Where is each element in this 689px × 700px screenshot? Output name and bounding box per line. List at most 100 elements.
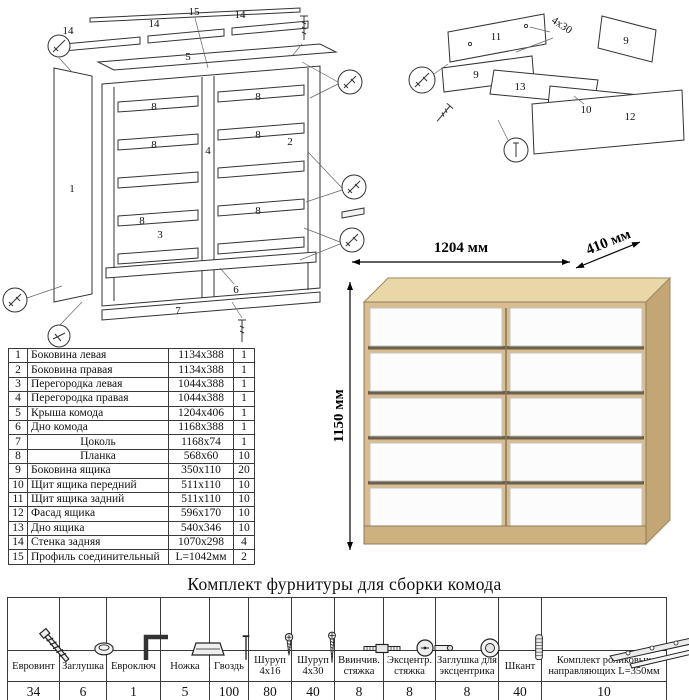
hardware-icon-cell [106,597,168,660]
fastener-callout-icon [339,227,365,253]
hardware-qty: 34 [7,681,60,700]
fastener-callout-icon [408,66,436,94]
nail-icon [242,635,250,660]
part-qty: 10 [233,477,255,493]
part-size: 511x110 [168,491,234,508]
hardware-qty: 5 [160,681,210,700]
part-qty: 1 [233,434,255,450]
part-name: Боковина левая [27,347,169,364]
part-label-7: 7 [175,305,181,317]
part-num: 2 [8,362,28,378]
part-qty: 1 [233,376,255,393]
product-image: 1204 мм 410 мм 1150 мм [334,232,672,550]
hardware-name: Евровинт [7,650,60,682]
part-label-8: 8 [139,215,145,227]
nail-callout-icon [503,137,529,163]
part-size: 1168x388 [168,419,234,436]
part-num: 12 [8,506,28,522]
part-qty: 1 [233,391,255,407]
part-label-4: 4 [205,145,211,157]
part-num: 13 [8,520,28,537]
hardware-names-row: Евровинт Заглушка Евроключ Ножка Гвоздь … [7,650,667,682]
part-qty: 1 [233,362,255,378]
part-size: 1134x388 [168,347,234,364]
part-size: 1070x298 [168,535,234,551]
drawer-slides-icon [609,638,689,669]
hex-key-icon [143,634,168,660]
hardware-qty: 8 [383,681,436,700]
part-label-8: 8 [255,205,261,217]
part-num: 5 [8,405,28,421]
cap-icon [94,642,114,656]
part-name: Щит ящика задний [27,491,169,508]
drawer-fronts [369,307,643,527]
fastener-callout-icon [341,174,367,200]
part-label-12: 12 [625,111,636,123]
part-qty: 10 [233,491,255,508]
drawer-parts-outline [441,13,685,155]
hardware-qty: 40 [291,681,335,700]
hardware-icon-cell [291,597,336,663]
part-name: Фасад ящика [27,506,169,522]
fastener-callout-icon [2,287,28,313]
chest-parts-outline [53,7,365,321]
part-name: Боковина ящика [27,463,169,479]
hardware-qty: 8 [435,681,499,700]
exploded-chest-diagram: 15 14 14 14 5 1 8 8 8 8 8 8 4 2 3 6 7 [2,6,367,348]
part-name: Перегородка левая [27,376,169,393]
part-label-11: 11 [491,31,502,43]
hardware-table: Евровинт Заглушка Евроключ Ножка Гвоздь … [7,597,689,700]
part-label-2: 2 [287,136,293,148]
part-num: 1 [8,347,28,364]
part-qty: 10 [233,506,255,522]
part-num: 4 [8,391,28,407]
fastener-callout-icon [47,34,71,58]
screw-icon [436,103,454,122]
height-dimension: 1150 мм [334,282,353,550]
hardware-qty: 1 [106,681,161,700]
part-label-14: 14 [149,18,161,30]
part-name: Цоколь [27,434,169,450]
hardware-icon-cell [59,597,114,656]
part-num: 14 [8,535,28,551]
part-label-6: 6 [233,284,239,296]
screw-4x30-icon [328,631,336,663]
cam-cap-icon [480,638,500,658]
hardware-icon-cell [160,597,225,656]
hardware-name: Заглушка [59,650,107,682]
part-label-9: 9 [473,69,479,81]
chest-render [362,276,672,546]
screw-icon [238,319,246,342]
part-size: 511x110 [168,477,234,493]
width-label: 1204 мм [434,240,488,256]
part-label-8: 8 [151,139,157,151]
part-label-8: 8 [255,91,261,103]
part-qty: 1 [233,347,255,364]
hardware-qty: 8 [334,681,384,700]
hardware-qty: 80 [248,681,292,700]
width-dimension: 1204 мм [352,240,570,265]
part-size: 568x60 [168,448,234,465]
part-qty: 20 [233,463,255,479]
foot-icon [191,642,225,656]
part-name: Планка [27,448,169,465]
hardware-name: Шуруп 4x30 [291,650,335,682]
part-size: 1044x388 [168,391,234,407]
part-name: Перегородка правая [27,391,169,407]
part-qty: 1 [233,405,255,421]
part-qty: 2 [233,549,255,565]
part-size: 596x170 [168,506,234,522]
callout-leader-lines [26,17,343,327]
hardware-icon-cell [334,597,401,654]
part-num: 9 [8,463,28,479]
hardware-qty: 6 [59,681,107,700]
hardware-qty: 100 [209,681,249,700]
part-name: Крыша комода [27,405,169,421]
hardware-icon-cell [541,597,689,669]
cam-lock-icon [415,639,453,657]
